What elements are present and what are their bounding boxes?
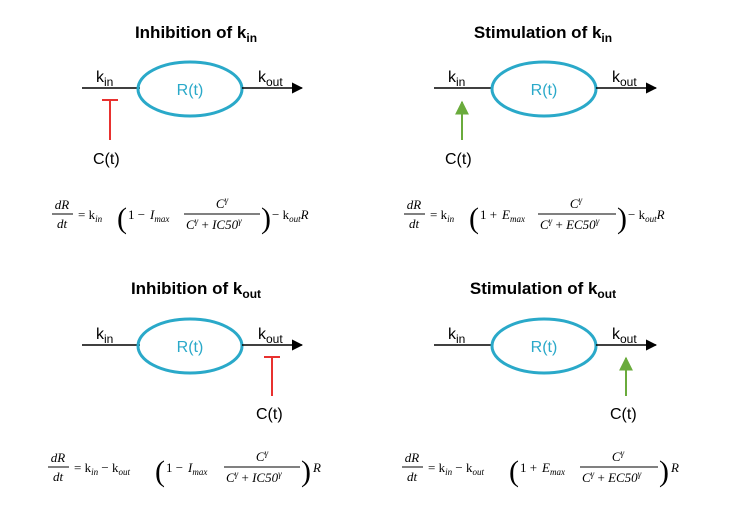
svg-text:R: R [670,460,679,475]
concentration-label: C(t) [93,151,120,168]
equation: dR dt = kin ( 1 − Imax Cγ Cγ + IC50γ ) −… [52,195,309,235]
svg-text:Cγ + IC50γ: Cγ + IC50γ [226,469,282,485]
svg-text:dR: dR [51,450,66,465]
panel-stimulation-kin: Stimulation of kin kin R(t) kout C(t) dR… [404,23,665,235]
response-label: R(t) [531,82,558,99]
svg-text:Cγ + EC50γ: Cγ + EC50γ [540,216,600,232]
response-compartment [136,60,244,118]
svg-text:R: R [312,460,321,475]
svg-text:Cγ: Cγ [570,195,583,211]
svg-text:): ) [301,455,311,488]
kin-label: kin [96,326,113,346]
svg-text:dt: dt [57,216,68,231]
response-compartment [490,60,598,118]
svg-text:Cγ + EC50γ: Cγ + EC50γ [582,469,642,485]
response-label: R(t) [177,339,204,356]
concentration-label: C(t) [256,406,283,423]
svg-text:): ) [261,202,271,235]
panel-title: Stimulation of kin [474,23,612,45]
kout-label: kout [258,326,283,346]
svg-text:Cγ: Cγ [612,448,625,464]
response-label: R(t) [177,82,204,99]
kin-label: kin [448,69,465,89]
svg-text:dt: dt [409,216,420,231]
svg-text:Imax: Imax [187,460,207,477]
svg-text:dR: dR [407,197,422,212]
svg-text:Cγ: Cγ [256,448,269,464]
svg-text:− koutR: − koutR [272,207,309,224]
svg-text:Cγ: Cγ [216,195,229,211]
kout-label: kout [612,326,637,346]
panel-inhibition-kin: Inhibition of kin kin R(t) kout C(t) dR … [52,23,309,235]
equation: dR dt = kin − kout ( 1 + Emax Cγ Cγ + EC… [402,448,679,488]
panel-stimulation-kout: Stimulation of kout kin R(t) kout C(t) d… [402,279,679,488]
svg-text:dR: dR [405,450,420,465]
concentration-label: C(t) [445,151,472,168]
svg-text:): ) [617,202,627,235]
svg-text:dR: dR [55,197,70,212]
kout-label: kout [258,69,283,89]
svg-text:1 +: 1 + [480,207,497,222]
panel-title: Stimulation of kout [470,279,616,301]
svg-text:dt: dt [407,469,418,484]
response-compartment [136,317,244,375]
svg-text:dt: dt [53,469,64,484]
equation: dR dt = kin ( 1 + Emax Cγ Cγ + EC50γ ) −… [404,195,665,235]
kin-label: kin [448,326,465,346]
svg-text:1 −: 1 − [128,207,145,222]
response-label: R(t) [531,339,558,356]
kin-label: kin [96,69,113,89]
panel-inhibition-kout: Inhibition of kout kin R(t) kout C(t) dR… [48,279,321,488]
svg-text:1 +: 1 + [520,460,537,475]
svg-text:(: ( [117,202,127,235]
concentration-label: C(t) [610,406,637,423]
svg-text:(: ( [469,202,479,235]
svg-text:= kin − kout: = kin − kout [428,460,484,477]
panel-title: Inhibition of kin [135,23,257,45]
svg-text:1 −: 1 − [166,460,183,475]
svg-text:= kin: = kin [430,207,455,224]
svg-text:= kin − kout: = kin − kout [74,460,130,477]
svg-text:Emax: Emax [541,460,565,477]
svg-text:= kin: = kin [78,207,103,224]
svg-text:− koutR: − koutR [628,207,665,224]
kout-label: kout [612,69,637,89]
response-compartment [490,317,598,375]
panel-title: Inhibition of kout [131,279,261,301]
svg-text:(: ( [155,455,165,488]
svg-text:Cγ + IC50γ: Cγ + IC50γ [186,216,242,232]
svg-text:Emax: Emax [501,207,525,224]
equation: dR dt = kin − kout ( 1 − Imax Cγ Cγ + IC… [48,448,321,488]
svg-text:(: ( [509,455,519,488]
svg-text:Imax: Imax [149,207,169,224]
svg-text:): ) [659,455,669,488]
